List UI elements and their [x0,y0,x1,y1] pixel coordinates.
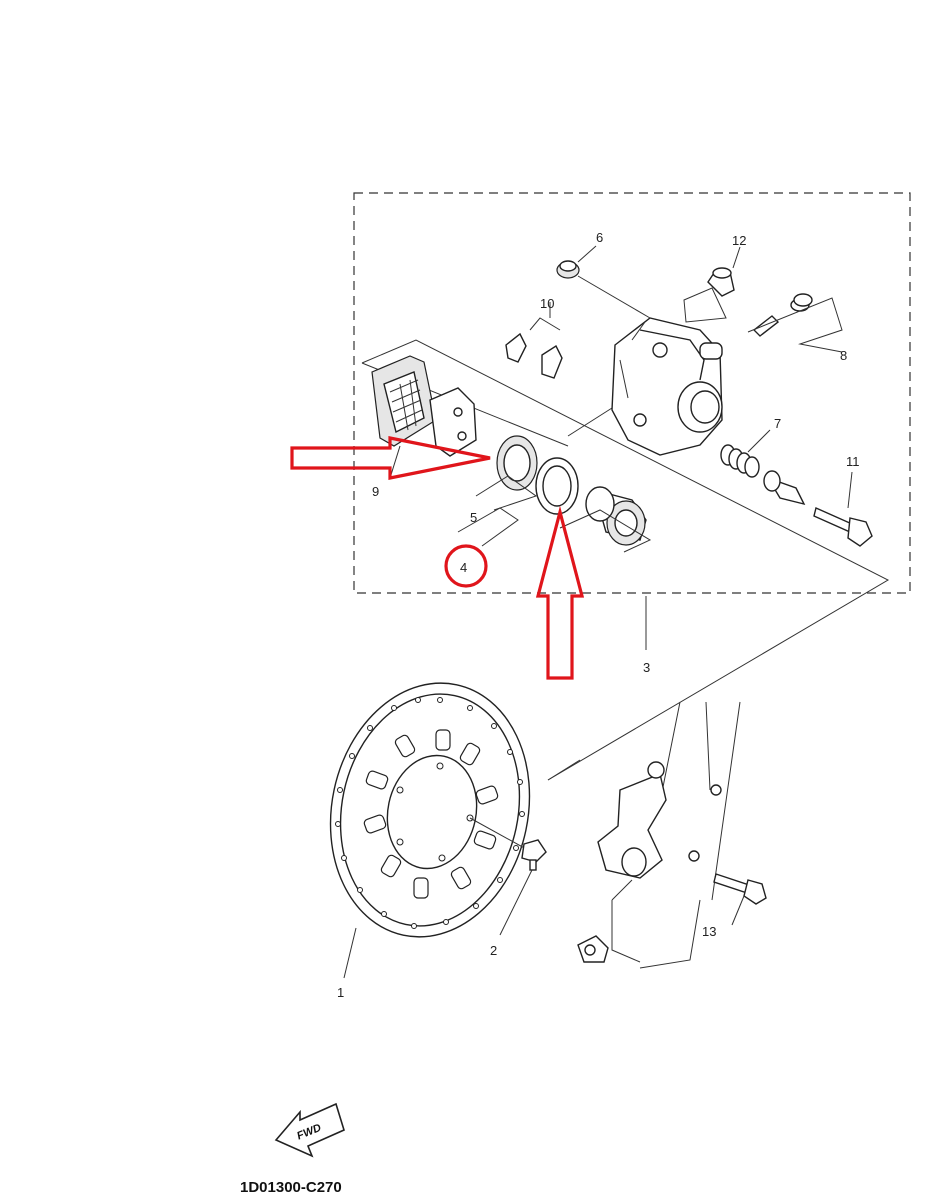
label-part-2: 2 [490,943,497,958]
label-part-5: 5 [470,510,477,525]
label-part-8: 8 [840,348,847,363]
caliper-piston [559,486,652,553]
part-7-spring [720,429,806,506]
fwd-arrow-icon: FWD [274,1102,345,1158]
part-13-pinch-bolt [713,873,767,926]
part-6-cap [556,245,651,319]
caliper-assembly-box [353,192,911,594]
label-part-1: 1 [337,985,344,1000]
part-2-disc-bolt [499,839,547,936]
label-part-6: 6 [596,230,603,245]
red-circle-highlight [444,544,488,588]
label-part-11: 11 [846,454,860,469]
label-part-4: 4 [460,560,467,575]
red-arrow-up-icon [535,505,585,680]
part-8-bleed-screw [747,293,843,353]
caliper-body [611,317,723,456]
part-5-dust-seal [475,435,538,511]
assembly-frame-link [547,759,581,781]
label-part-9: 9 [372,484,379,499]
part-9-brake-pads [371,355,477,479]
part-10-pad-clips [505,302,563,379]
label-part-13: 13 [702,924,716,939]
label-part-7: 7 [774,416,781,431]
red-arrow-right-icon [290,436,491,480]
drawing-code: 1D01300-C270 [240,1179,342,1196]
front-fork-leg [577,701,741,969]
part-12-boot [683,246,741,323]
label-part-10: 10 [540,296,554,311]
assembly-frame-divider [567,407,613,437]
label-part-12: 12 [732,233,746,248]
part-11-bolt [813,471,873,547]
label-part-3: 3 [643,660,650,675]
part-1-brake-disc [329,682,531,979]
part-4-piston-seal [457,457,579,547]
assembly-frame [361,339,890,781]
